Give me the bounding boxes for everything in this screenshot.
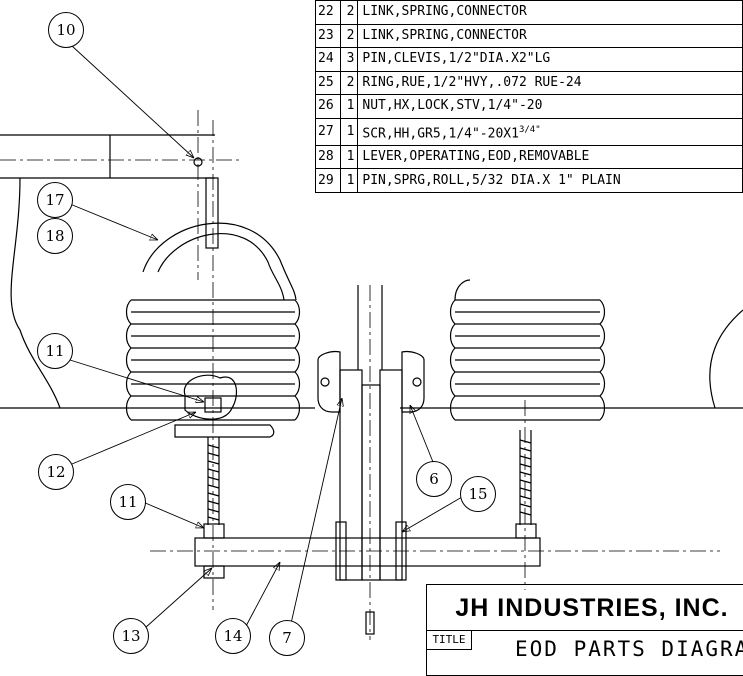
- leader-lines: [69, 45, 463, 629]
- bom-description: SCR,HH,GR5,1/4"-20X13/4": [357, 117, 743, 146]
- callout-7: 7: [269, 620, 305, 656]
- callout-12: 12: [38, 454, 74, 490]
- bom-item-number: 24: [315, 47, 341, 72]
- bom-item-number: 28: [315, 144, 341, 170]
- right-eyebolt: [515, 430, 537, 539]
- bom-quantity: 2: [339, 23, 359, 48]
- frame-left: [0, 134, 743, 409]
- bom-item-number: 26: [315, 94, 341, 119]
- bom-description-superscript: 3/4": [518, 124, 541, 135]
- bom-description-text: NUT,HX,LOCK,STV,1/4"-20: [362, 98, 543, 114]
- bom-item-number: 27: [315, 117, 341, 146]
- bom-item-number: 23: [315, 23, 341, 48]
- callout-11-upper: 11: [37, 333, 73, 369]
- title-block: JH INDUSTRIES, INC. TITLE EOD PARTS DIAG…: [426, 584, 743, 676]
- pin-10: [193, 157, 203, 167]
- left-spring: [125, 299, 301, 421]
- bom-quantity: 2: [339, 0, 359, 25]
- bom-description-text: LEVER,OPERATING,EOD,REMOVABLE: [362, 149, 590, 165]
- bom-description: LINK,SPRING,CONNECTOR: [357, 0, 743, 25]
- bom-description: NUT,HX,LOCK,STV,1/4"-20: [357, 94, 743, 119]
- callout-18: 18: [37, 218, 73, 254]
- bom-description: PIN,CLEVIS,1/2"DIA.X2"LG: [357, 47, 743, 72]
- callout-17: 17: [37, 182, 73, 218]
- company-name: JH INDUSTRIES, INC.: [427, 585, 743, 631]
- title-label: TITLE: [427, 631, 472, 650]
- bom-quantity: 1: [339, 117, 359, 146]
- bom-quantity: 1: [339, 144, 359, 170]
- bom-quantity: 3: [339, 47, 359, 72]
- bom-description-text: LINK,SPRING,CONNECTOR: [362, 27, 527, 43]
- bom-item-number: 29: [315, 168, 341, 193]
- bom-description-text: LINK,SPRING,CONNECTOR: [362, 4, 527, 20]
- bom-item-number: 25: [315, 70, 341, 95]
- right-spring: [449, 279, 606, 421]
- bom-item-number: 22: [315, 0, 341, 25]
- bom-description: RING,RUE,1/2"HVY,.072 RUE-24: [357, 70, 743, 95]
- callout-10: 10: [48, 12, 84, 48]
- callout-6: 6: [416, 461, 452, 497]
- bottom-bar: [194, 537, 541, 567]
- bom-description: LINK,SPRING,CONNECTOR: [357, 23, 743, 48]
- callout-11-lower: 11: [110, 484, 146, 520]
- bom-description: PIN,SPRG,ROLL,5/32 DIA.X 1" PLAIN: [357, 168, 743, 193]
- callout-15: 15: [460, 476, 496, 512]
- bom-quantity: 1: [339, 168, 359, 193]
- bom-description-text: SCR,HH,GR5,1/4"-20X1: [362, 125, 519, 141]
- bom-description-text: PIN,SPRG,ROLL,5/32 DIA.X 1" PLAIN: [362, 172, 621, 188]
- center-bracket: [317, 285, 425, 635]
- callout-13: 13: [113, 618, 149, 654]
- bom-quantity: 2: [339, 70, 359, 95]
- operating-lever: [142, 222, 297, 301]
- callout-14: 14: [215, 618, 251, 654]
- bom-description-text: PIN,CLEVIS,1/2"DIA.X2"LG: [362, 51, 551, 67]
- drawing-title: EOD PARTS DIAGRAM: [515, 637, 743, 661]
- hanger-bar: [205, 177, 219, 249]
- left-eyebolt: [174, 374, 275, 579]
- bom-quantity: 1: [339, 94, 359, 119]
- bom-description-text: RING,RUE,1/2"HVY,.072 RUE-24: [362, 74, 582, 90]
- bom-description: LEVER,OPERATING,EOD,REMOVABLE: [357, 144, 743, 170]
